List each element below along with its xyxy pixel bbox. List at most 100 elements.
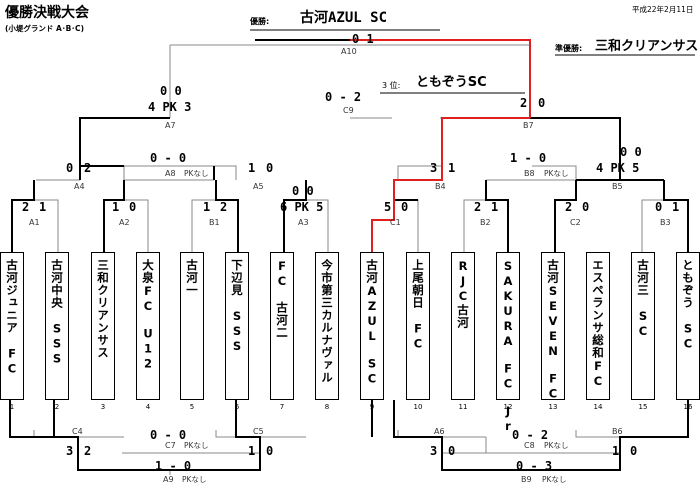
team-box-7: FC 古河二: [270, 252, 294, 400]
team-number: 5: [189, 403, 195, 411]
match-b4-score-r: 1: [448, 161, 456, 175]
match-a2-score-r: 0: [129, 200, 137, 214]
match-b7-score-r: 0: [538, 96, 546, 110]
match-a7-top: 0 0: [160, 84, 182, 98]
winner-name: 古河AZUL SC: [300, 10, 388, 26]
match-b4-code: B4: [435, 182, 446, 191]
team-number: 8: [324, 403, 330, 411]
team-name: エスペランサ総和FC: [591, 259, 605, 389]
match-a1-code: A1: [29, 218, 40, 227]
match-a7-code: A7: [165, 121, 176, 130]
team-name: 古河三 SC: [636, 259, 650, 339]
third-place-code: C9: [343, 106, 354, 115]
team-box-12: SAKURA FC Jr: [496, 252, 520, 434]
team-number: 14: [593, 403, 603, 411]
match-a5-score-l: 1: [248, 161, 256, 175]
team-name: 古河SEVEN FC: [546, 259, 560, 402]
team-box-5: 古河一: [180, 252, 204, 400]
match-a6-score-l: 3: [430, 444, 438, 458]
team-number: 7: [279, 403, 285, 411]
match-b6-code: B6: [612, 427, 623, 436]
match-a8-code: A8: [165, 169, 176, 178]
team-number: 16: [683, 403, 693, 411]
team-name: ともぞう SC: [681, 259, 695, 352]
match-b2-score-r: 1: [491, 200, 499, 214]
match-c7-score: 0 - 0: [150, 428, 187, 442]
tournament-title: 優勝決戦大会: [5, 5, 89, 21]
match-c1-score-r: 0: [401, 200, 409, 214]
match-b8-score: 1 - 0: [510, 151, 547, 165]
team-name: 下辺見 SSS: [230, 259, 244, 354]
team-box-3: 三和クリアンサス: [91, 252, 115, 400]
team-number: 4: [145, 403, 151, 411]
match-a4-score-l: 0: [66, 161, 74, 175]
team-number: 1: [9, 403, 15, 411]
match-c5-code: C5: [253, 427, 264, 436]
match-a1-score-r: 1: [39, 200, 47, 214]
match-b7-score-l: 2: [520, 96, 528, 110]
match-a3-code: A3: [298, 218, 309, 227]
team-number: 9: [369, 403, 375, 411]
match-a1-score-l: 2: [22, 200, 30, 214]
match-b3-score-l: 0: [655, 200, 663, 214]
team-number: 10: [413, 403, 423, 411]
match-b2-code: B2: [480, 218, 491, 227]
date-label: 平成22年2月11日: [632, 5, 694, 14]
team-box-6: 下辺見 SSS: [225, 252, 249, 400]
team-name: FC 古河二: [275, 259, 289, 339]
match-a9-score: 1 - 0: [155, 459, 192, 473]
team-number: 2: [54, 403, 60, 411]
match-b5-code: B5: [612, 182, 623, 191]
match-a2-code: A2: [119, 218, 130, 227]
runner-up-name: 三和クリアンサス: [595, 39, 699, 54]
match-b1-score-l: 1: [203, 200, 211, 214]
match-a3-top: 0 0: [292, 184, 314, 198]
third-label: 3 位:: [382, 81, 401, 90]
team-name: SAKURA FC Jr: [501, 259, 515, 434]
match-b3-code: B3: [660, 218, 671, 227]
team-number: 12: [503, 403, 513, 411]
match-a4-score-r: 2: [84, 161, 92, 175]
team-box-8: 今市第三カルナヴァル: [315, 252, 339, 400]
match-c7-pk: PKなし: [184, 441, 209, 450]
team-box-14: エスペランサ総和FC: [586, 252, 610, 400]
match-b9-pk: PKなし: [542, 475, 567, 484]
match-c8-pk: PKなし: [544, 441, 569, 450]
match-b8-code: B8: [524, 169, 535, 178]
match-c4-score-r: 2: [84, 444, 92, 458]
match-c1-code: C1: [390, 218, 401, 227]
match-a7-score: 4 PK 3: [148, 100, 192, 114]
team-name: 大泉FC U12: [141, 259, 155, 372]
team-box-15: 古河三 SC: [631, 252, 655, 400]
team-box-2: 古河中央 SSS: [45, 252, 69, 400]
third-name: ともぞうSC: [416, 75, 487, 90]
team-box-9: 古河AZUL SC: [360, 252, 384, 400]
team-box-1: 古河ジュニア FC: [0, 252, 24, 400]
match-a8-score: 0 - 0: [150, 151, 187, 165]
team-number: 11: [458, 403, 468, 411]
match-a3-score: 6 PK 5: [280, 200, 324, 214]
final-score: 0 1: [352, 32, 374, 46]
match-c7-code: C7: [165, 441, 176, 450]
team-name: 古河中央 SSS: [50, 259, 64, 367]
match-b6-score-r: 0: [630, 444, 638, 458]
match-c5-score-r: 0: [266, 444, 274, 458]
match-b9-score: 0 - 3: [516, 459, 553, 473]
match-b2-score-l: 2: [474, 200, 482, 214]
match-a8-pk: PKなし: [184, 169, 209, 178]
team-box-13: 古河SEVEN FC: [541, 252, 565, 402]
match-a6-score-r: 0: [448, 444, 456, 458]
team-box-4: 大泉FC U12: [136, 252, 160, 400]
third-place-score: 0 - 2: [325, 90, 362, 104]
match-c4-score-l: 3: [66, 444, 74, 458]
match-b1-score-r: 2: [220, 200, 228, 214]
match-c2-score-r: 0: [582, 200, 590, 214]
match-b9-code: B9: [521, 475, 532, 484]
match-c4-code: C4: [72, 427, 83, 436]
match-c8-score: 0 - 2: [512, 428, 549, 442]
match-a5-score-r: 0: [266, 161, 274, 175]
match-b5-score: 4 PK 5: [596, 161, 640, 175]
match-b4-score-l: 3: [430, 161, 438, 175]
venue-label: (小堤グランド A･B･C): [5, 24, 84, 33]
match-b1-code: B1: [209, 218, 220, 227]
